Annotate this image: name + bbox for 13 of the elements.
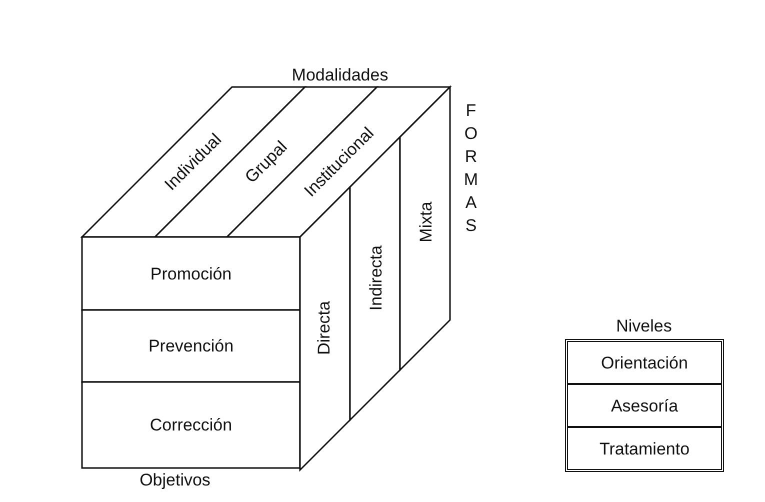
axis-title: Objetivos bbox=[140, 472, 210, 488]
face-label: Corrección bbox=[150, 416, 232, 434]
face-label: Tratamiento bbox=[599, 440, 690, 457]
table-heading: Niveles bbox=[616, 318, 672, 334]
face-label: Directa bbox=[316, 301, 332, 355]
face-label: Asesoría bbox=[610, 397, 678, 414]
face-label: Indirecta bbox=[368, 245, 384, 311]
axis-title: Modalidades bbox=[292, 66, 388, 84]
face-label: Mixta bbox=[418, 202, 434, 242]
face-label: Orientación bbox=[601, 354, 688, 371]
face-label: Promoción bbox=[150, 266, 232, 282]
axis-title: FORMAS bbox=[462, 101, 480, 239]
face-label: Prevención bbox=[148, 338, 234, 354]
